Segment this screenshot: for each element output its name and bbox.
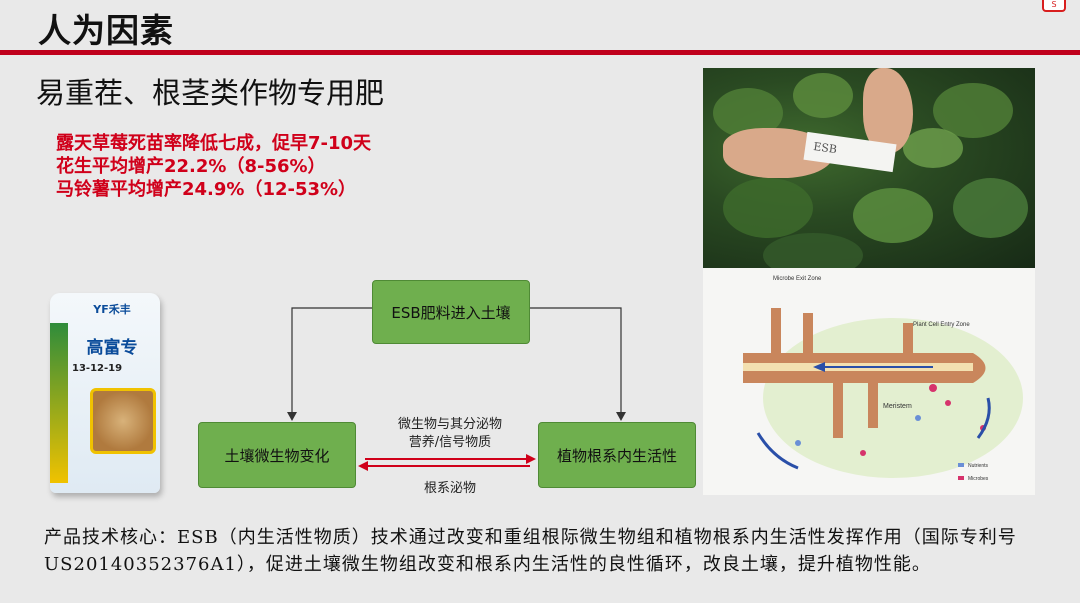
microbe-dot — [915, 415, 921, 421]
bag-product-name: 高富专 — [86, 338, 138, 358]
title-divider — [0, 50, 1080, 55]
bag-formula: 13-12-19 — [72, 363, 123, 374]
product-core-description: 产品技术核心：ESB（内生活性物质）技术通过改变和重组根际微生物组和植物根系内生… — [44, 527, 1017, 575]
strawberry-field-photo — [703, 68, 1035, 268]
bag-stripe — [50, 323, 68, 483]
root-tip — [973, 353, 986, 383]
highlight-peanut: 花生平均增产22.2%（8-56%） — [56, 156, 326, 177]
page-title: 人为因素 — [38, 11, 174, 50]
flow-box-root-endophytic-activity: 植物根系内生活性 — [538, 422, 696, 488]
highlight-strawberry: 露天草莓死苗率降低七成，促早7-10天 — [56, 133, 372, 154]
flow-box-soil-microbe-change: 土壤微生物变化 — [198, 422, 356, 488]
bag-brand: YF禾丰 — [93, 303, 131, 316]
connector-right-to-left-arrowhead — [358, 461, 368, 471]
page-subtitle: 易重茬、根茎类作物专用肥 — [36, 76, 385, 110]
connector-top-left-arrowhead — [287, 412, 297, 421]
flow-arrowhead — [813, 362, 825, 372]
legend-microbes-swatch — [958, 476, 964, 480]
root-hair-1 — [771, 308, 781, 356]
flow-bottom-label: 根系泌物 — [423, 481, 476, 496]
flow-middle-label: 微生物与其分泌物 营养/信号物质 — [370, 416, 530, 452]
legend-microbes-label: Microbes — [968, 476, 989, 482]
connector-top-right-arrowhead — [616, 412, 626, 421]
microbe-dot — [860, 450, 866, 456]
meristem-label: Meristem — [883, 403, 912, 410]
peanut-picture — [90, 388, 156, 454]
cycle-arrow-left — [756, 432, 799, 470]
corner-logo-icon: S — [1042, 0, 1066, 12]
flow-box-esb-into-soil: ESB肥料进入土壤 — [372, 280, 530, 344]
microbe-dot — [945, 400, 951, 406]
cycle-arrow-right — [976, 397, 991, 439]
root-hair-4 — [868, 383, 878, 428]
flow-middle-label-line1: 微生物与其分泌物 — [397, 417, 502, 432]
legend-nutrients-label: Nutrients — [968, 463, 989, 469]
exit-zone-label: Microbe Exit Zone — [773, 276, 822, 282]
connector-top-left — [291, 307, 372, 418]
rhizosphere-zone — [763, 318, 1023, 478]
flow-middle-label-line2: 营养/信号物质 — [408, 435, 492, 450]
microbe-dot — [929, 384, 937, 392]
root-hair-5 — [903, 323, 913, 355]
highlight-potato: 马铃薯平均增产24.9%（12-53%） — [56, 179, 357, 200]
root-microbe-diagram: Microbe Exit Zone Plant Cell Entry Zone … — [703, 268, 1035, 495]
highlight-list: 露天草莓死苗率降低七成，促早7-10天 花生平均增产22.2%（8-56%） 马… — [56, 132, 371, 201]
root-hair-2 — [803, 313, 813, 355]
legend-nutrients-swatch — [958, 463, 964, 467]
connector-left-to-right-arrowhead — [526, 454, 536, 464]
microbe-dot — [795, 440, 801, 446]
root-microbe-diagram-svg: Microbe Exit Zone Plant Cell Entry Zone … — [743, 276, 1023, 482]
connector-top-right — [530, 307, 622, 418]
root-hair-3 — [833, 383, 843, 438]
product-bag-image: YF禾丰 高富专 13-12-19 — [50, 293, 160, 493]
entry-zone-label: Plant Cell Entry Zone — [913, 322, 970, 328]
